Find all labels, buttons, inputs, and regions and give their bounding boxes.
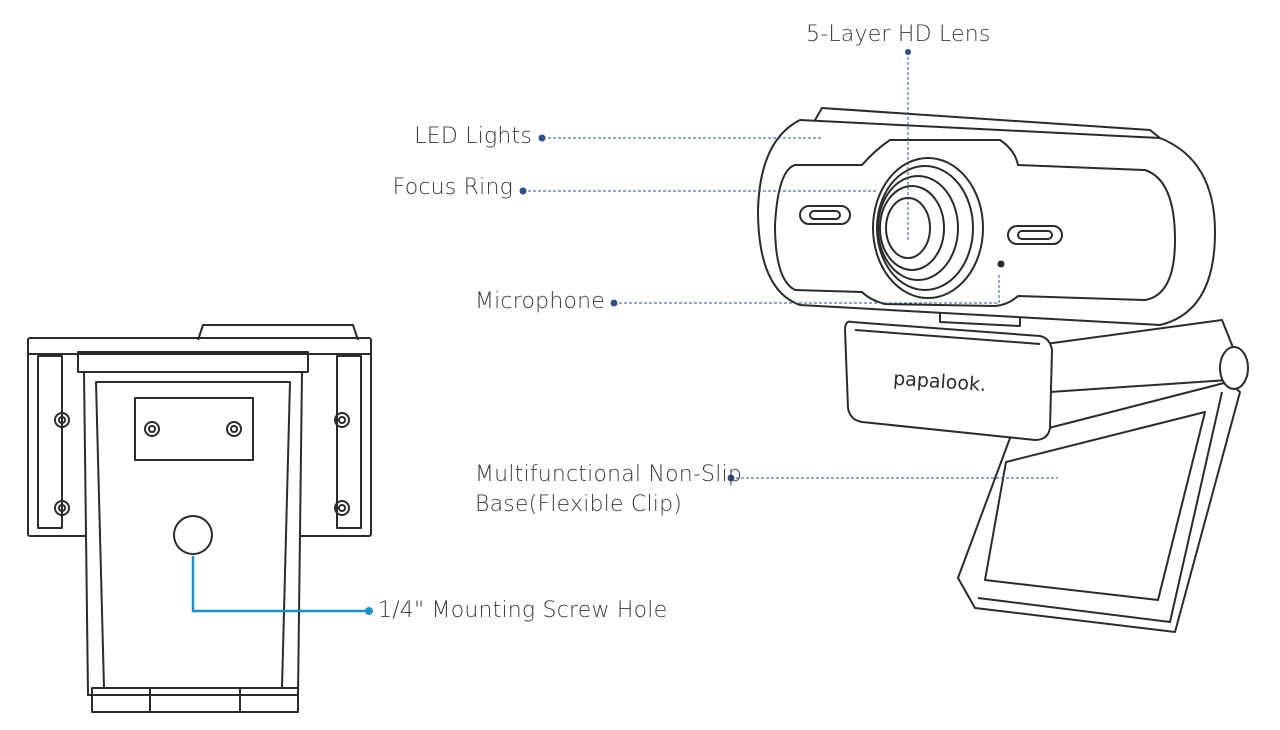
- label-non-slip-base: Multifunctional Non-Slip Base(Flexible C…: [475, 462, 742, 517]
- label-led-lights: LED Lights: [414, 124, 532, 149]
- screw-hole-leader: [191, 556, 373, 615]
- label-microphone: Microphone: [474, 289, 605, 314]
- label-mounting-screw-hole: 1/4" Mounting Screw Hole: [378, 598, 668, 623]
- leader-dots: [519, 49, 911, 482]
- front-view-webcam: papalook.: [757, 107, 1249, 633]
- label-focus-ring: Focus Ring: [392, 175, 513, 200]
- leader-lines: [523, 52, 1058, 479]
- mounting-screw-hole: [173, 515, 213, 555]
- label-5-layer-hd-lens: 5-Layer HD Lens: [806, 22, 991, 47]
- rear-view-webcam: [27, 324, 372, 713]
